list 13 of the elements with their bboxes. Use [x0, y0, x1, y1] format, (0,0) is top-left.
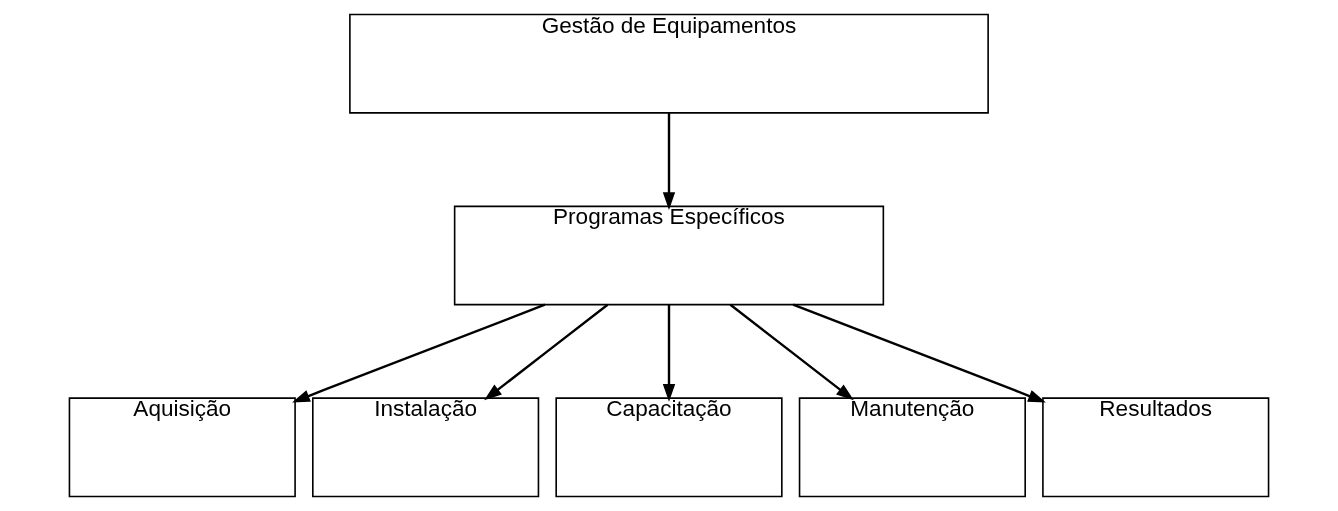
node-box: Instalação: [312, 397, 540, 498]
node-box: Manutenção: [798, 397, 1026, 498]
node-box: Aquisição: [68, 397, 296, 498]
arrow: [484, 303, 609, 401]
arrow: [662, 304, 676, 402]
node-box: Programas Específicos: [453, 205, 885, 306]
node-box: Resultados: [1042, 397, 1270, 498]
node-box: Gestão de Equipamentos: [349, 13, 989, 114]
arrow: [662, 112, 676, 210]
arrow: [792, 303, 1046, 403]
arrow: [729, 303, 854, 401]
arrow: [292, 303, 546, 403]
node-box: Capacitação: [555, 397, 783, 498]
